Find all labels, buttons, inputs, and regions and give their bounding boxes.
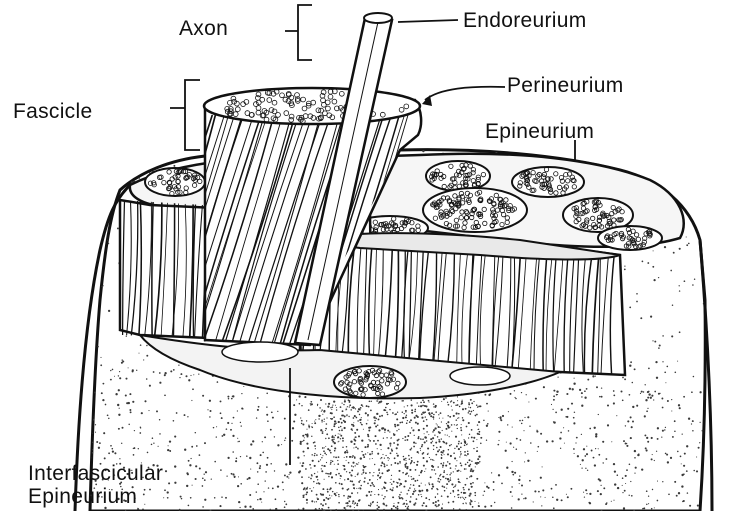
endoneurium-leader [398,20,458,22]
fascicle-bracket [170,80,200,150]
label-fascicle: Fascicle [13,100,92,124]
perineurium-leader [425,87,505,100]
label-perineurium: Perineurium [507,74,624,98]
label-interfascicular-line2: Epineurium [28,485,163,508]
label-endoneurium: Endoreurium [463,9,587,33]
label-epineurium: Epineurium [485,120,594,144]
axon-bracket [285,5,312,60]
label-axon: Axon [179,17,228,41]
label-interfascicular-line1: Interfascicular [28,462,163,485]
label-interfascicular-epineurium: Interfascicular Epineurium [28,462,163,508]
